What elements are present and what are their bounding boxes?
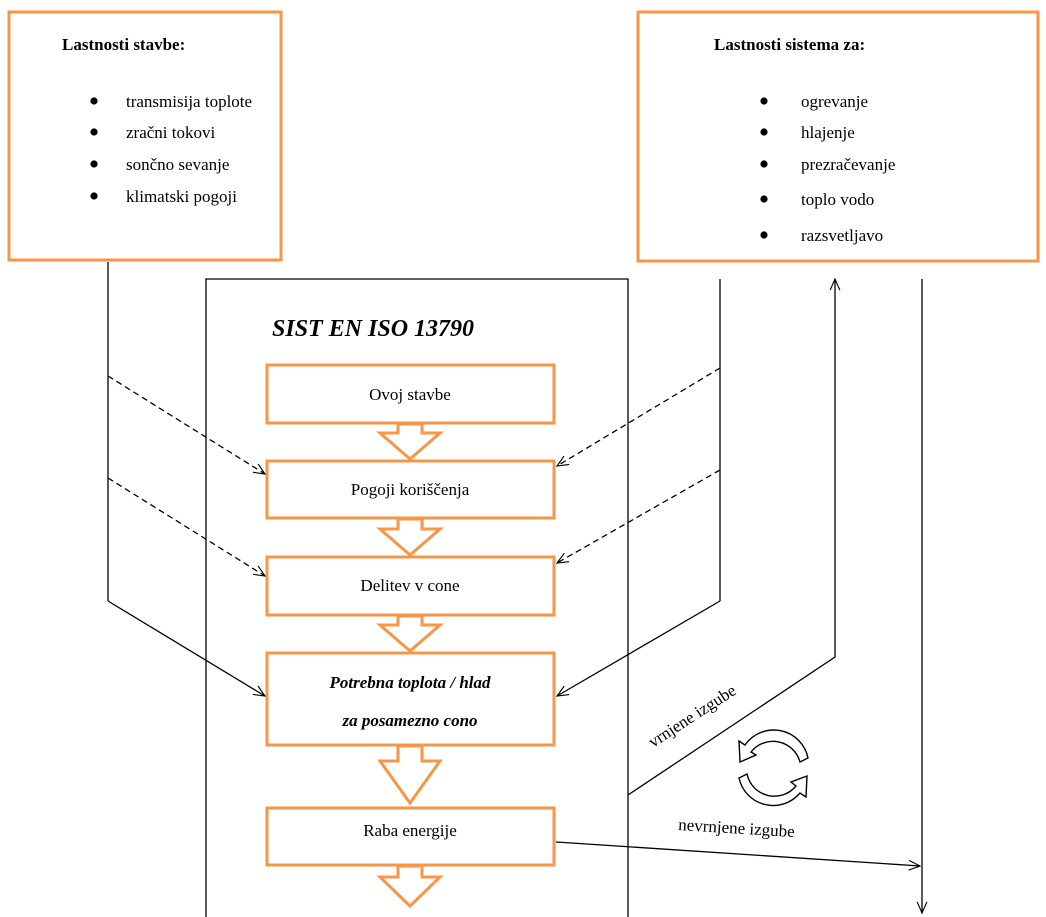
building-properties-panel: Lastnosti stavbe: transmisija toplote zr… [7, 10, 283, 262]
down-arrow-icon [375, 614, 445, 653]
building-properties-box [7, 10, 283, 262]
step-label-line2: za posamezno cono [341, 711, 477, 730]
flow-arrows [375, 422, 445, 909]
circular-arrows-icon [738, 729, 809, 807]
building-property-item: sončno sevanje [126, 155, 229, 174]
step-label: Raba energije [363, 821, 457, 840]
system-property-item: toplo vodo [801, 190, 874, 209]
building-dashed-arrow [107, 375, 267, 475]
bullet-icon [90, 160, 98, 168]
down-arrow-icon [376, 864, 444, 909]
bullet-icon [90, 97, 98, 105]
system-input-lines [555, 279, 721, 697]
bullet-icon [760, 195, 768, 203]
building-input-lines [107, 262, 267, 697]
standard-title: SIST EN ISO 13790 [272, 316, 474, 342]
system-input-arrow [555, 600, 721, 697]
system-property-item: prezračevanje [801, 155, 895, 174]
system-properties-box [636, 10, 1040, 263]
step-label: Pogoji koriščenja [351, 480, 470, 499]
unrecovered-losses-arrow [555, 841, 922, 871]
down-arrow-icon [377, 744, 443, 806]
system-properties-title: Lastnosti sistema za: [714, 35, 865, 54]
down-arrow-icon [375, 517, 445, 557]
recovered-losses-arrow [627, 277, 841, 796]
building-property-item: zračni tokovi [126, 123, 215, 142]
step-box-building-envelope [265, 363, 556, 425]
step-box-usage-conditions [265, 459, 556, 520]
bullet-icon [90, 192, 98, 200]
recovered-losses-label: vrnjene izgube [645, 681, 740, 752]
system-property-item: ogrevanje [801, 92, 868, 111]
unrecovered-losses-label: nevrnjene izgube [678, 815, 796, 841]
system-property-item: razsvetljavo [801, 226, 883, 245]
bullet-icon [90, 128, 98, 136]
building-dashed-arrow [107, 477, 267, 577]
building-property-item: klimatski pogoji [126, 187, 237, 206]
recovered-losses-path [627, 277, 841, 796]
building-property-item: transmisija toplote [126, 92, 252, 111]
step-box-heating-cooling-demand [265, 651, 556, 747]
bullet-icon [760, 231, 768, 239]
building-input-arrow [107, 600, 267, 697]
system-dashed-arrow [555, 367, 721, 467]
system-properties-list: ogrevanje hlajenje prezračevanje toplo v… [760, 92, 895, 245]
bullet-icon [760, 128, 768, 136]
bullet-icon [760, 160, 768, 168]
system-property-item: hlajenje [801, 123, 855, 142]
system-properties-panel: Lastnosti sistema za: ogrevanje hlajenje… [636, 10, 1040, 263]
step-label-line1: Potrebna toplota / hlad [328, 673, 491, 692]
step-box-zoning [265, 555, 556, 617]
step-box-energy-use [265, 806, 556, 867]
system-dashed-arrow [555, 469, 721, 564]
building-properties-title: Lastnosti stavbe: [62, 35, 185, 54]
bullet-icon [760, 97, 768, 105]
down-arrow-icon [375, 422, 445, 461]
standard-frame [205, 278, 629, 917]
step-label: Delitev v cone [360, 576, 459, 595]
building-properties-list: transmisija toplote zračni tokovi sončno… [90, 92, 252, 206]
step-label: Ovoj stavbe [369, 385, 451, 404]
process-steps: Ovoj stavbe Pogoji koriščenja Delitev v … [265, 363, 556, 867]
